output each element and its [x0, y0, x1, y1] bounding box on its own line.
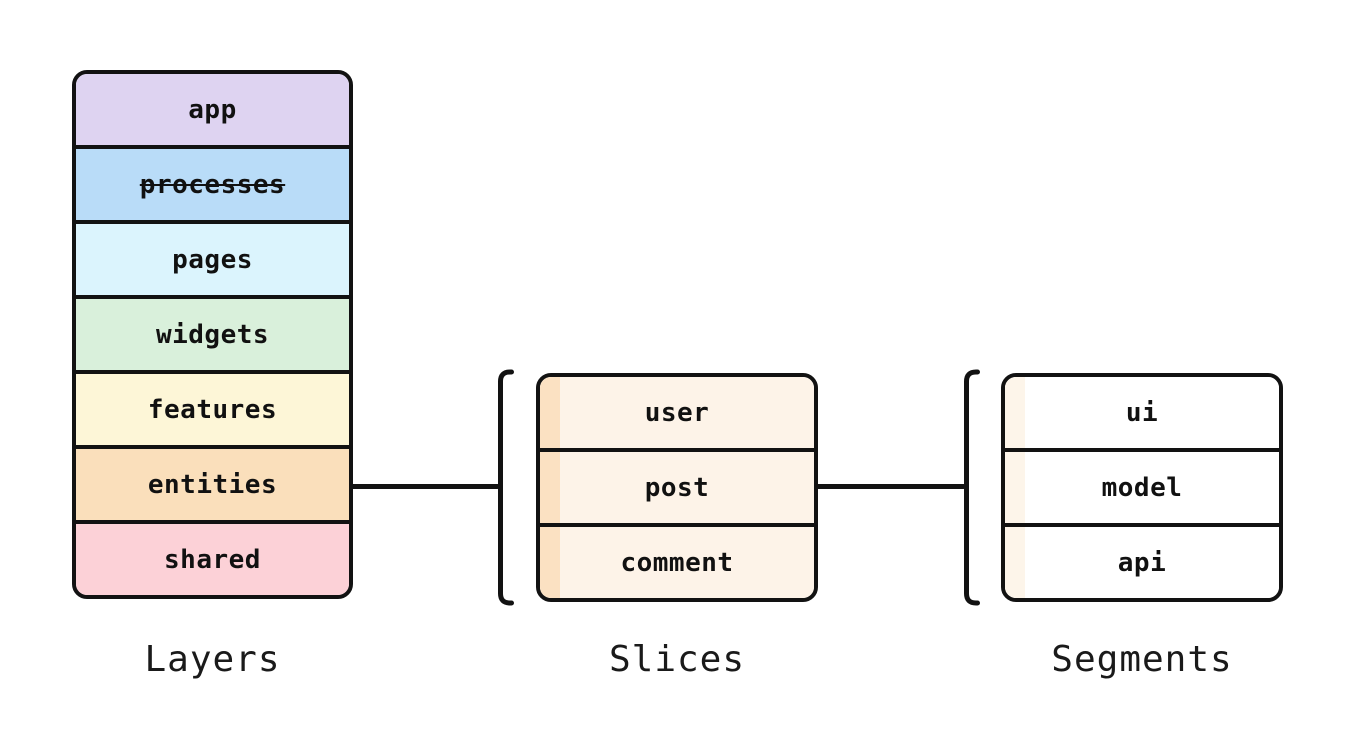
- connector-entities-slices: [350, 484, 500, 489]
- slice-label-comment: comment: [620, 547, 734, 578]
- segments-stack: ui model api: [1001, 373, 1283, 602]
- layer-row-widgets: widgets: [76, 295, 349, 370]
- segment-label-api: api: [1117, 547, 1167, 578]
- connector-slices-segments: [815, 484, 966, 489]
- segments-bracket-path: [964, 369, 980, 606]
- segment-stripe: [1005, 377, 1025, 448]
- slices-stack: user post comment: [536, 373, 818, 602]
- layer-label-app: app: [188, 94, 237, 125]
- segment-label-model: model: [1101, 472, 1183, 503]
- layer-row-app: app: [76, 74, 349, 145]
- layer-row-pages: pages: [76, 220, 349, 295]
- layer-row-processes: processes: [76, 145, 349, 220]
- slice-stripe: [540, 527, 560, 598]
- layer-label-shared: shared: [164, 544, 261, 575]
- segment-stripe: [1005, 527, 1025, 598]
- segment-label-ui: ui: [1125, 397, 1159, 428]
- layer-label-entities: entities: [147, 469, 278, 500]
- segment-row-model: model: [1005, 448, 1279, 523]
- segments-caption: Segments: [1051, 639, 1233, 680]
- slice-label-post: post: [644, 472, 710, 503]
- layer-label-processes: processes: [139, 169, 286, 200]
- layers-stack: app processes pages widgets features ent…: [72, 70, 353, 599]
- slices-bracket-icon: [498, 369, 514, 606]
- slice-stripe: [540, 377, 560, 448]
- segment-stripe: [1005, 452, 1025, 523]
- slice-row-user: user: [540, 377, 814, 448]
- layers-caption: Layers: [144, 639, 281, 680]
- layer-label-widgets: widgets: [155, 319, 270, 350]
- segments-bracket-icon: [964, 369, 980, 606]
- slice-label-user: user: [644, 397, 710, 428]
- slice-stripe: [540, 452, 560, 523]
- layer-row-shared: shared: [76, 520, 349, 595]
- slices-bracket-path: [498, 369, 514, 606]
- layer-row-entities: entities: [76, 445, 349, 520]
- slices-caption: Slices: [608, 639, 746, 680]
- segment-row-ui: ui: [1005, 377, 1279, 448]
- slice-row-comment: comment: [540, 523, 814, 598]
- layer-label-features: features: [147, 394, 278, 425]
- segment-row-api: api: [1005, 523, 1279, 598]
- layer-row-features: features: [76, 370, 349, 445]
- slice-row-post: post: [540, 448, 814, 523]
- layer-label-pages: pages: [172, 244, 253, 275]
